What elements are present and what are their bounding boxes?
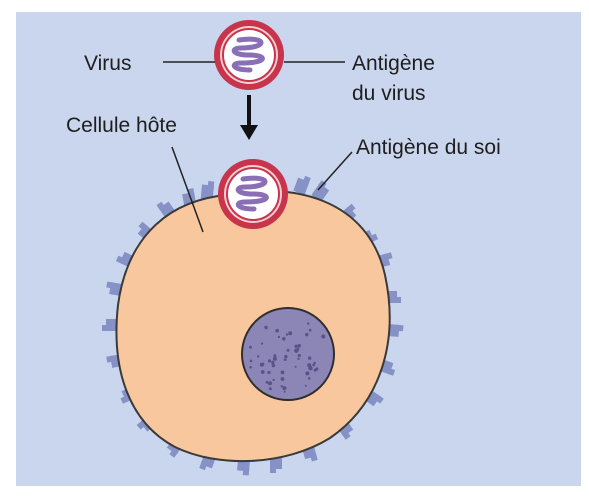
- nucleus-speckle: [250, 360, 253, 363]
- nucleus-speckle: [321, 335, 325, 339]
- nucleus-speckle: [307, 363, 311, 367]
- nucleus-speckle: [281, 377, 285, 381]
- nucleus-speckle: [275, 329, 279, 333]
- nucleus-speckle: [265, 327, 268, 330]
- nucleus-speckle: [284, 358, 287, 361]
- nucleus-speckle: [257, 355, 259, 357]
- nucleus-speckle: [271, 361, 274, 364]
- nucleus-speckle: [288, 331, 292, 335]
- nucleus: [242, 308, 334, 400]
- nucleus-speckle: [305, 385, 307, 387]
- nucleus-speckle: [284, 355, 287, 358]
- nucleus-speckle: [262, 363, 265, 366]
- nucleus-speckle: [281, 385, 283, 387]
- nucleus-speckle: [261, 343, 263, 345]
- nucleus-speckle: [273, 354, 276, 357]
- nucleus-speckle: [268, 381, 272, 385]
- label-virus-antigen-line2: du virus: [352, 82, 426, 105]
- nucleus-speckle: [284, 391, 286, 393]
- nucleus-speckle: [308, 356, 311, 359]
- virus-attached: [218, 159, 288, 229]
- nucleus-speckle: [281, 371, 285, 375]
- label-virus-antigen-line1: Antigène: [352, 52, 435, 75]
- nucleus-speckle: [297, 358, 299, 360]
- nucleus-speckle: [297, 344, 301, 348]
- nucleus-speckle: [294, 345, 297, 348]
- nucleus-speckle: [273, 379, 275, 381]
- nucleus-speckle: [249, 366, 252, 369]
- nucleus-speckle: [282, 337, 286, 341]
- nucleus-speckle: [268, 359, 271, 362]
- nucleus-speckle: [314, 369, 317, 372]
- nucleus-speckle: [273, 357, 277, 361]
- label-host-cell: Cellule hôte: [66, 114, 177, 137]
- nucleus-speckle: [305, 371, 309, 375]
- nucleus-speckle: [305, 333, 308, 336]
- nucleus-speckle: [282, 386, 286, 390]
- label-self-antigen: Antigène du soi: [356, 136, 501, 159]
- nucleus-speckle: [249, 346, 252, 349]
- nucleus-speckle: [298, 354, 301, 357]
- nucleus-speckle: [269, 387, 272, 390]
- nucleus-speckle: [261, 370, 265, 374]
- nucleus-speckle: [278, 336, 280, 338]
- nucleus-speckle: [295, 366, 297, 368]
- nucleus-speckle: [297, 348, 300, 351]
- nucleus-speckle: [267, 371, 270, 374]
- nucleus-speckle: [312, 364, 315, 367]
- nucleus-speckle: [287, 349, 290, 352]
- nucleus-speckle: [307, 322, 309, 324]
- label-virus: Virus: [84, 52, 131, 75]
- nucleus-speckle: [309, 329, 312, 332]
- nucleus-speckle: [308, 377, 311, 380]
- nucleus-speckle: [286, 333, 288, 335]
- virus-free: [214, 20, 284, 90]
- nucleus-speckle: [272, 364, 276, 368]
